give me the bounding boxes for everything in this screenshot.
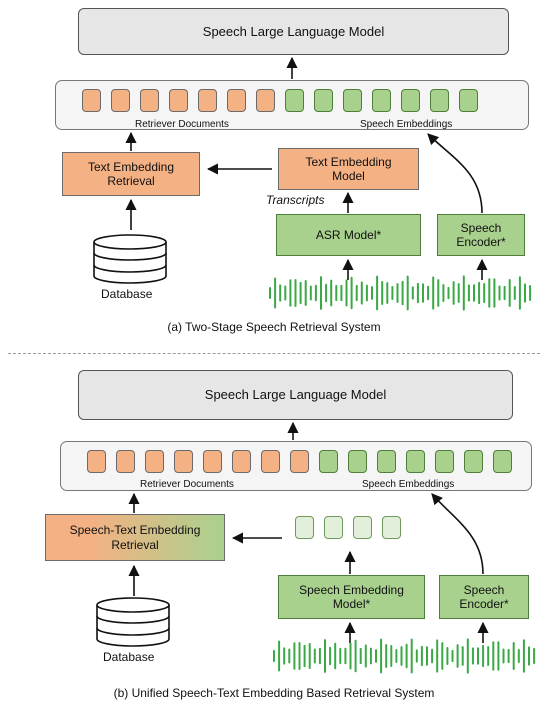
arrow-encoder-to-strip-b bbox=[431, 493, 484, 575]
speech-token bbox=[343, 89, 362, 112]
database-icon-a bbox=[93, 234, 167, 284]
document-token bbox=[111, 89, 130, 112]
llm-box-a: Speech Large Language Model bbox=[78, 8, 509, 55]
speech-embeddings-label-b: Speech Embeddings bbox=[362, 479, 455, 490]
document-token bbox=[145, 450, 164, 473]
database-label-a: Database bbox=[101, 287, 153, 301]
llm-label-b: Speech Large Language Model bbox=[204, 387, 387, 403]
document-token bbox=[256, 89, 275, 112]
speech-encoder-box-b: Speech Encoder* bbox=[439, 575, 529, 619]
llm-box-b: Speech Large Language Model bbox=[78, 370, 513, 420]
speech-token bbox=[285, 89, 304, 112]
token-strip-a bbox=[55, 80, 529, 130]
document-token bbox=[261, 450, 280, 473]
speech-token bbox=[348, 450, 367, 473]
speech-token bbox=[319, 450, 338, 473]
speech-embedding-model-label: Speech Embedding Model* bbox=[299, 582, 404, 611]
document-token bbox=[140, 89, 159, 112]
document-token bbox=[169, 89, 188, 112]
speech-token bbox=[324, 516, 343, 539]
speech-encoder-box-a: Speech Encoder* bbox=[437, 214, 525, 256]
retriever-documents-label-b: Retriever Documents bbox=[140, 479, 234, 490]
speech-embeddings-label-a: Speech Embeddings bbox=[360, 119, 453, 130]
speech-text-retrieval-box: Speech-Text Embedding Retrieval bbox=[45, 514, 225, 561]
speech-token bbox=[406, 450, 425, 473]
speech-token bbox=[382, 516, 401, 539]
speech-token bbox=[493, 450, 512, 473]
speech-embedding-model-box: Speech Embedding Model* bbox=[278, 575, 425, 619]
document-token bbox=[116, 450, 135, 473]
speech-token bbox=[372, 89, 391, 112]
text-embedding-retrieval-box: Text Embedding Retrieval bbox=[62, 152, 200, 196]
document-token bbox=[290, 450, 309, 473]
asr-model-label: ASR Model* bbox=[315, 227, 382, 242]
speech-encoder-label-b: Speech Encoder* bbox=[459, 582, 509, 611]
speech-text-retrieval-label: Speech-Text Embedding Retrieval bbox=[69, 523, 201, 552]
caption-b: (b) Unified Speech-Text Embedding Based … bbox=[113, 686, 435, 700]
speech-token bbox=[464, 450, 483, 473]
document-token bbox=[174, 450, 193, 473]
arrow-encoder-to-strip-a bbox=[427, 133, 483, 214]
document-token bbox=[227, 89, 246, 112]
speech-token bbox=[353, 516, 372, 539]
speech-waveform-a bbox=[269, 275, 532, 311]
speech-token bbox=[295, 516, 314, 539]
database-icon-b bbox=[96, 597, 170, 647]
caption-a: (a) Two-Stage Speech Retrieval System bbox=[167, 320, 381, 334]
speech-token bbox=[430, 89, 449, 112]
database-label-b: Database bbox=[103, 650, 155, 664]
speech-token bbox=[435, 450, 454, 473]
llm-label-a: Speech Large Language Model bbox=[202, 23, 385, 39]
document-token bbox=[82, 89, 101, 112]
document-token bbox=[203, 450, 222, 473]
document-token bbox=[87, 450, 106, 473]
speech-token bbox=[377, 450, 396, 473]
text-embedding-model-box: Text Embedding Model bbox=[278, 148, 419, 190]
speech-token bbox=[314, 89, 333, 112]
transcripts-label: Transcripts bbox=[266, 193, 325, 207]
speech-token bbox=[401, 89, 420, 112]
panel-divider bbox=[8, 353, 540, 354]
text-embedding-model-label: Text Embedding Model bbox=[305, 154, 392, 183]
document-token bbox=[232, 450, 251, 473]
speech-token bbox=[459, 89, 478, 112]
speech-waveform-b bbox=[273, 638, 536, 674]
text-embedding-retrieval-label: Text Embedding Retrieval bbox=[87, 159, 175, 188]
speech-encoder-label-a: Speech Encoder* bbox=[456, 220, 506, 249]
asr-model-box: ASR Model* bbox=[276, 214, 421, 256]
retriever-documents-label-a: Retriever Documents bbox=[135, 119, 229, 130]
document-token bbox=[198, 89, 217, 112]
